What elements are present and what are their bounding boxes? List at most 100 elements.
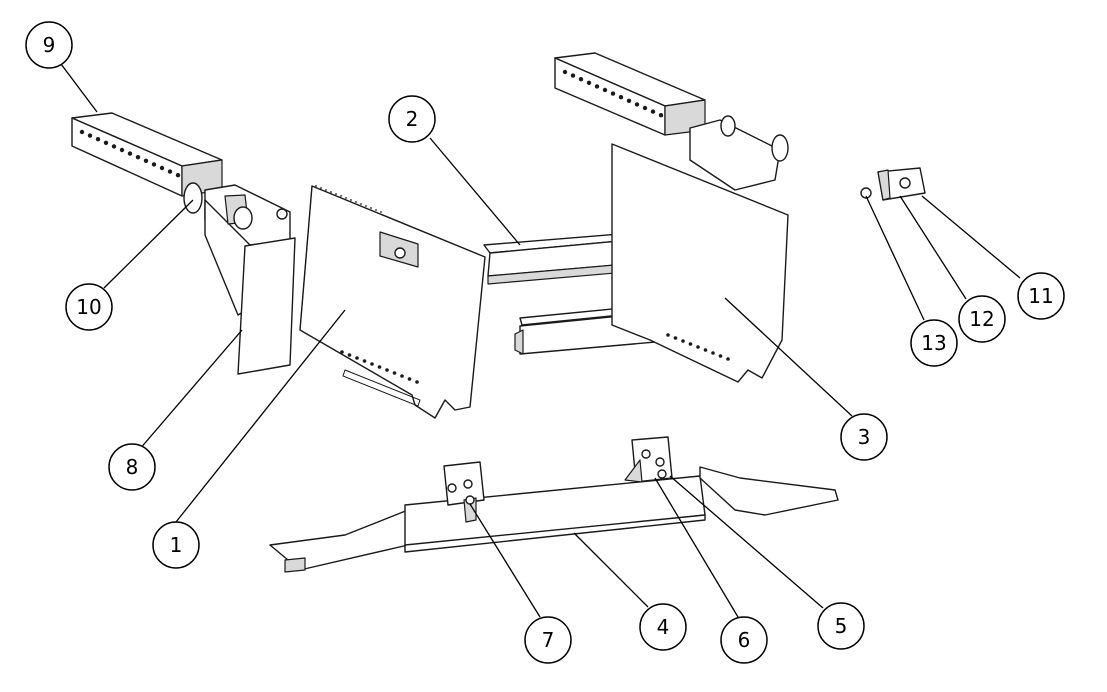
mounting-hole xyxy=(345,197,347,199)
left-side-plate xyxy=(237,237,296,375)
mounting-hole xyxy=(681,339,685,343)
mounting-hole xyxy=(650,109,656,114)
mounting-hole xyxy=(111,144,117,149)
mounting-hole xyxy=(642,105,648,111)
mounting-hole xyxy=(330,191,332,193)
mounting-hole xyxy=(375,209,377,211)
mounting-hole xyxy=(315,185,317,187)
mounting-hole xyxy=(562,69,568,75)
mounting-hole xyxy=(362,359,367,363)
balloon-9: 9 xyxy=(25,21,73,69)
mounting-hole xyxy=(688,342,693,346)
mounting-hole xyxy=(634,102,640,107)
balloon-label: 3 xyxy=(858,425,871,449)
mounting-hole xyxy=(151,162,157,167)
mounting-hole xyxy=(726,357,730,361)
balloon-10: 10 xyxy=(65,283,113,331)
mounting-hole xyxy=(618,95,624,100)
mounting-hole xyxy=(626,98,632,104)
balloon-label: 9 xyxy=(43,33,56,57)
mounting-hole xyxy=(385,368,389,372)
right-plate xyxy=(611,143,789,383)
balloon-3: 3 xyxy=(840,413,888,461)
mounting-hole xyxy=(350,199,352,201)
balloon-label: 7 xyxy=(542,628,555,652)
mounting-hole xyxy=(415,380,419,384)
balloon-label: 10 xyxy=(76,295,101,319)
balloon-1: 1 xyxy=(152,521,200,569)
mounting-hole xyxy=(610,91,616,96)
mounting-hole xyxy=(570,73,576,78)
main-plate xyxy=(299,185,486,419)
mounting-hole xyxy=(370,362,374,366)
mounting-hole xyxy=(355,201,357,203)
balloon-label: 5 xyxy=(835,614,848,638)
mounting-hole xyxy=(159,165,165,171)
mounting-hole xyxy=(400,374,404,378)
mounting-hole xyxy=(95,137,101,142)
leader-13 xyxy=(865,195,925,321)
mounting-hole xyxy=(673,336,678,340)
mounting-hole xyxy=(380,211,382,213)
mounting-hole xyxy=(79,129,85,135)
mounting-hole xyxy=(103,140,109,145)
balloon-label: 2 xyxy=(406,107,419,131)
mounting-hole xyxy=(407,377,412,381)
balloon-4: 4 xyxy=(639,603,687,651)
base-bracket-left xyxy=(443,461,485,523)
right-top-rail xyxy=(554,52,789,191)
mounting-hole xyxy=(594,84,600,89)
upper-tube xyxy=(483,231,653,285)
balloon-13: 13 xyxy=(910,319,958,367)
mounting-hole xyxy=(703,348,708,352)
mounting-hole xyxy=(696,345,700,349)
mounting-hole xyxy=(87,133,93,138)
leader-5 xyxy=(669,475,824,609)
mounting-hole xyxy=(347,353,352,357)
leader-4 xyxy=(573,532,649,608)
leader-lines xyxy=(60,63,1021,618)
leader-6 xyxy=(654,477,739,618)
leader-9 xyxy=(60,63,98,113)
balloon-6: 6 xyxy=(720,616,768,664)
balloon-label: 1 xyxy=(170,533,183,557)
mounting-hole xyxy=(127,151,133,156)
mounting-hole xyxy=(320,187,322,189)
balloon-label: 11 xyxy=(1028,284,1053,308)
balloon-7: 7 xyxy=(524,616,572,664)
balloon-label: 8 xyxy=(126,455,139,479)
mounting-hole xyxy=(143,158,149,163)
leader-12 xyxy=(899,195,967,300)
base-bracket-right xyxy=(624,436,673,483)
mounting-hole xyxy=(360,203,362,205)
mounting-hole xyxy=(355,356,359,360)
base-bar xyxy=(269,466,839,573)
mounting-hole xyxy=(578,77,584,82)
small-bracket xyxy=(860,167,926,201)
mounting-hole xyxy=(325,189,327,191)
leader-3 xyxy=(724,297,853,417)
mounting-hole xyxy=(175,173,181,178)
leader-2 xyxy=(429,137,521,246)
leader-11 xyxy=(921,195,1021,279)
balloon-2: 2 xyxy=(388,95,436,143)
balloon-label: 6 xyxy=(738,628,751,652)
balloon-5: 5 xyxy=(817,602,865,650)
balloon-label: 13 xyxy=(921,331,946,355)
mounting-hole xyxy=(377,365,382,369)
leader-7 xyxy=(469,503,541,618)
mounting-hole xyxy=(666,333,670,337)
mounting-hole xyxy=(135,155,141,160)
balloon-label: 12 xyxy=(969,307,994,331)
leader-1 xyxy=(175,309,346,523)
mounting-hole xyxy=(602,87,608,93)
mounting-hole xyxy=(340,195,342,197)
balloon-8: 8 xyxy=(108,443,156,491)
mounting-hole xyxy=(167,169,173,174)
leader-10 xyxy=(103,199,194,289)
mounting-hole xyxy=(335,193,337,195)
mounting-hole xyxy=(340,350,344,354)
left-top-rail xyxy=(71,112,223,197)
balloon-12: 12 xyxy=(958,295,1006,343)
balloon-11: 11 xyxy=(1017,272,1065,320)
